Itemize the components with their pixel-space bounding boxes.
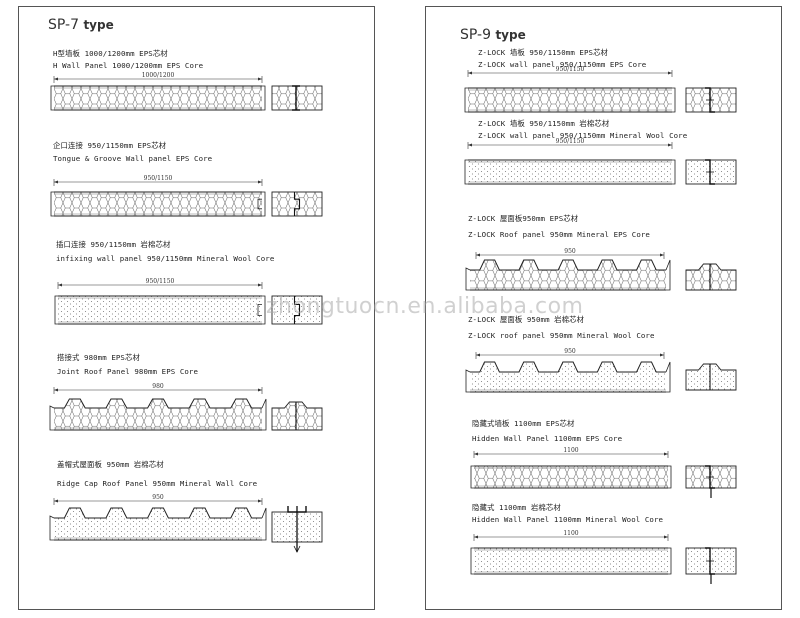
sp9-hidden-eps-detail <box>685 465 737 498</box>
sp7-tongue-groove-cn: 企口连接 950/1150mm EPS芯材 <box>53 141 167 150</box>
sp7-h-wall-panel <box>50 85 266 111</box>
sp9-zlock-roof-wool-cn: Z-LOCK 屋面板 950mm 岩棉芯材 <box>468 315 585 324</box>
sp9-zlock-roof-eps-dim: 950 <box>475 248 665 259</box>
sp9-hidden-eps-dim: 1100 <box>473 447 669 458</box>
sp9-zlock-roof-eps-dim-label: 950 <box>564 248 576 255</box>
sp7-joint-roof-dim: 980 <box>53 383 263 394</box>
sp7-infixing-detail <box>271 295 323 325</box>
sp9-zlock-wall-wool-en: Z-LOCK wall panel 950/1150mm Mineral Woo… <box>478 131 688 140</box>
sp9-zlock-roof-wool-detail <box>685 363 737 391</box>
sp7-infixing-dim: 950/1150 <box>57 278 263 289</box>
sp7-h-wall-en: H Wall Panel 1000/1200mm EPS Core <box>53 61 204 70</box>
sp7-tongue-groove-en: Tongue & Groove Wall panel EPS Core <box>53 154 213 163</box>
watermark: zhongtuocn.en.alibaba.com <box>266 294 584 319</box>
sp7-ridge-cap-panel <box>49 507 267 541</box>
sp9-zlock-wall-eps-detail <box>685 87 737 113</box>
sp7-drawings <box>49 85 323 553</box>
sp9-zlock-wall-eps-en: Z-LOCK wall panel 950/1150mm EPS Core <box>478 60 647 69</box>
sp9-zlock-wall-eps-cn: Z-LOCK 墙板 950/1150mm EPS芯材 <box>478 48 609 57</box>
sp7-h-wall-dim: 1000/1200 <box>53 72 263 83</box>
sp7-ridge-cap-dim-label: 950 <box>152 494 164 501</box>
sp9-hidden-eps-dim-label: 1100 <box>563 447 578 454</box>
sp7-ridge-cap-dim: 950 <box>53 494 263 505</box>
sp7-joint-roof-detail <box>271 401 323 431</box>
sp9-zlock-roof-eps-en: Z-LOCK Roof panel 950mm Mineral EPS Core <box>468 230 650 239</box>
sp7-infixing-dim-label: 950/1150 <box>146 278 175 285</box>
sp9-hidden-eps-panel <box>470 465 672 489</box>
sp7-tongue-groove-detail <box>271 191 323 217</box>
sp9-zlock-wall-wool-detail <box>685 159 737 185</box>
sp9-zlock-roof-wool-en: Z-LOCK roof panel 950mm Mineral Wool Cor… <box>468 331 655 340</box>
sp9-zlock-roof-wool-panel <box>465 361 671 393</box>
sp7-joint-roof-dim-label: 980 <box>152 383 164 390</box>
sp7-joint-roof-panel <box>49 398 267 431</box>
sp7-h-wall-cn: H型墙板 1000/1200mm EPS芯材 <box>53 49 168 58</box>
sp9-hidden-eps-en: Hidden Wall Panel 1100mm EPS Core <box>472 434 623 443</box>
sp9-hidden-wool-panel <box>470 547 672 575</box>
sp9-hidden-wool-cn: 隐藏式 1100mm 岩棉芯材 <box>472 503 561 512</box>
sp7-joint-roof-cn: 搭接式 980mm EPS芯材 <box>57 353 140 362</box>
sp7-h-wall-dim-label: 1000/1200 <box>142 72 175 79</box>
sp7-h-wall-detail <box>271 85 323 111</box>
sp7-ridge-cap-en: Ridge Cap Roof Panel 950mm Mineral Wall … <box>57 479 258 488</box>
dimension-lines: 1000/1200 950/1150 950/1150 980 950 950/1150 9… <box>53 66 673 541</box>
sp9-hidden-wool-en: Hidden Wall Panel 1100mm Mineral Wool Co… <box>472 515 664 524</box>
sp7-infixing-en: infixing wall panel 950/1150mm Mineral W… <box>56 254 275 263</box>
sp9-zlock-wall-wool-dim: 950/1150 <box>467 138 673 149</box>
sp9-zlock-wall-eps-dim-label: 950/1150 <box>556 66 585 73</box>
sp7-tongue-groove-panel <box>50 191 266 217</box>
sp9-drawings <box>464 87 737 584</box>
sp9-title: SP-9 type <box>460 27 526 43</box>
sp9-zlock-wall-eps-dim: 950/1150 <box>467 66 673 77</box>
sp9-zlock-roof-eps-cn: Z-LOCK 屋面板950mm EPS芯材 <box>468 214 579 223</box>
sp9-hidden-wool-detail <box>685 547 737 584</box>
sp9-hidden-wool-dim-label: 1100 <box>563 530 578 537</box>
sp9-hidden-wool-dim: 1100 <box>473 530 669 541</box>
sp7-ridge-cap-cn: 盖帽式屋面板 950mm 岩棉芯材 <box>57 460 164 469</box>
sp9-hidden-eps-cn: 隐藏式墙板 1100mm EPS芯材 <box>472 419 575 428</box>
sp9-zlock-roof-eps-detail <box>685 263 737 291</box>
sp7-infixing-cn: 插口连接 950/1150mm 岩棉芯材 <box>56 240 171 249</box>
sp9-zlock-wall-eps-panel <box>464 87 676 113</box>
sp7-joint-roof-en: Joint Roof Panel 980mm EPS Core <box>57 367 199 376</box>
sp7-ridge-cap-detail <box>271 506 323 553</box>
sp9-zlock-wall-wool-dim-label: 950/1150 <box>556 138 585 145</box>
sp7-tongue-groove-dim-label: 950/1150 <box>144 175 173 182</box>
sp9-zlock-roof-eps-panel <box>465 259 671 291</box>
sp9-zlock-wall-wool-cn: Z-LOCK 墙板 950/1150mm 岩棉芯材 <box>478 119 610 128</box>
sp7-tongue-groove-dim: 950/1150 <box>53 175 263 186</box>
sp9-zlock-wall-wool-panel <box>464 159 676 185</box>
sp7-infixing-panel <box>54 295 266 325</box>
sp9-zlock-roof-wool-dim-label: 950 <box>564 348 576 355</box>
sp9-zlock-roof-wool-dim: 950 <box>475 348 665 359</box>
sp7-title: SP-7 type <box>48 17 114 33</box>
